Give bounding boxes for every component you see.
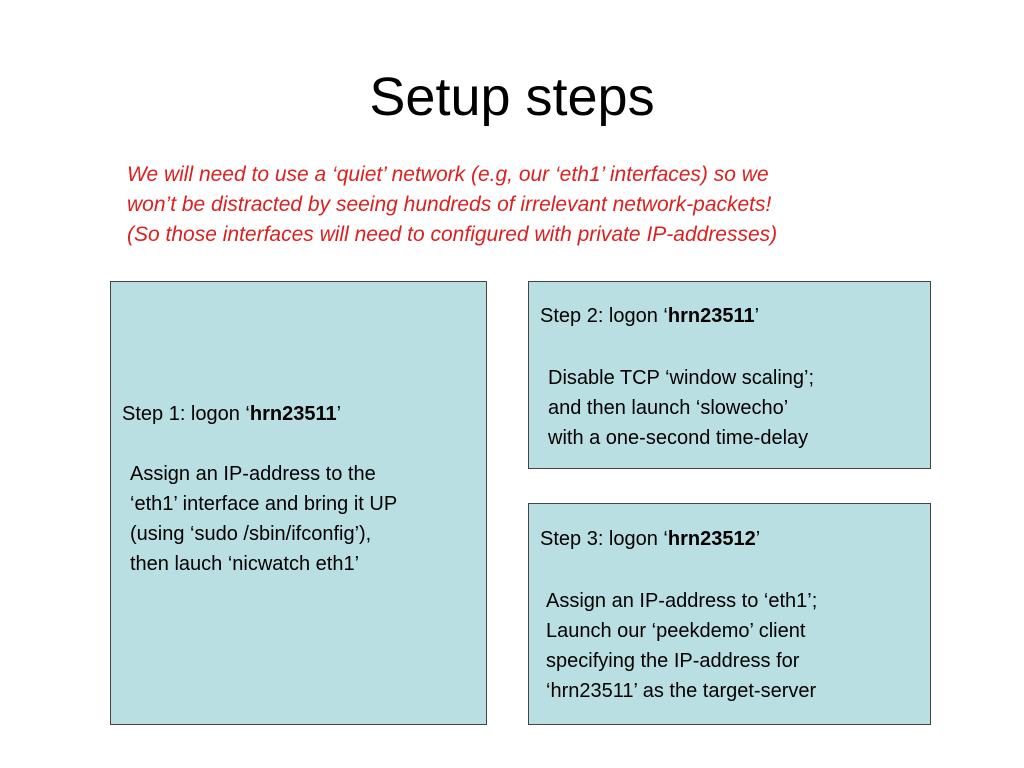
intro-note: We will need to use a ‘quiet’ network (e…: [127, 160, 987, 250]
step-2-line: with a one-second time-delay: [548, 427, 809, 449]
step-2-box: Step 2: logon ‘hrn23511’ Disable TCP ‘wi…: [528, 281, 931, 469]
step-2-line: and then launch ‘slowecho’: [548, 397, 789, 419]
step-3-host: hrn23512: [667, 528, 756, 550]
step-2-heading-prefix: Step 2: logon ‘: [540, 305, 668, 327]
step-3-heading-prefix: Step 3: logon ‘: [540, 528, 668, 550]
step-1-heading-prefix: Step 1: logon ‘: [122, 403, 250, 425]
step-3-heading: Step 3: logon ‘hrn23512’: [540, 524, 760, 554]
step-3-box: Step 3: logon ‘hrn23512’ Assign an IP-ad…: [528, 503, 931, 725]
step-3-line: ‘hrn23511’ as the target-server: [546, 680, 817, 702]
step-3-heading-suffix: ’: [755, 528, 761, 550]
step-3-body: Assign an IP-address to ‘eth1’; Launch o…: [546, 586, 817, 706]
step-1-heading: Step 1: logon ‘hrn23511’: [122, 399, 341, 429]
step-2-heading-suffix: ’: [754, 305, 760, 327]
step-1-body: Assign an IP-address to the ‘eth1’ inter…: [130, 459, 397, 579]
step-1-host: hrn23511: [249, 403, 337, 425]
step-1-box: Step 1: logon ‘hrn23511’ Assign an IP-ad…: [110, 281, 487, 725]
step-1-line: then lauch ‘nicwatch eth1’: [130, 553, 360, 575]
step-3-line: specifying the IP-address for: [546, 650, 800, 672]
intro-line: won’t be distracted by seeing hundreds o…: [127, 193, 772, 216]
step-2-host: hrn23511: [667, 305, 755, 327]
step-1-line: ‘eth1’ interface and bring it UP: [130, 493, 398, 515]
step-2-line: Disable TCP ‘window scaling’;: [548, 367, 815, 389]
slide-title: Setup steps: [369, 67, 655, 127]
step-1-heading-suffix: ’: [336, 403, 342, 425]
intro-line: We will need to use a ‘quiet’ network (e…: [127, 163, 769, 186]
step-1-line: (using ‘sudo /sbin/ifconfig’),: [130, 523, 372, 545]
step-2-body: Disable TCP ‘window scaling’; and then l…: [548, 363, 814, 453]
intro-line: (So those interfaces will need to config…: [127, 223, 778, 246]
step-3-line: Assign an IP-address to ‘eth1’;: [546, 590, 818, 612]
step-2-heading: Step 2: logon ‘hrn23511’: [540, 301, 759, 331]
step-1-line: Assign an IP-address to the: [130, 463, 376, 485]
step-3-line: Launch our ‘peekdemo’ client: [546, 620, 806, 642]
